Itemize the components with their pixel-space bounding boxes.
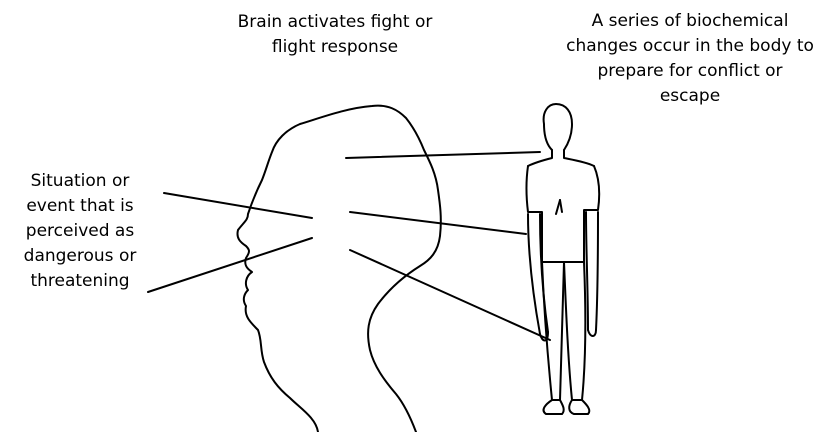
figure-right-arm — [596, 212, 598, 330]
figure-torso — [527, 166, 600, 262]
head-outline — [237, 106, 440, 432]
situation-label: Situation or event that is perceived as … — [0, 169, 160, 294]
figure-legs — [542, 262, 564, 400]
connector-situation-lower — [148, 238, 312, 292]
human-figure — [527, 104, 600, 414]
brain-response-label: Brain activates fight or flight response — [200, 10, 470, 60]
connector-brain-to-leg — [350, 250, 550, 340]
connector-brain-to-arm — [350, 212, 526, 234]
connector-situation-upper — [164, 193, 312, 218]
figure-left-foot — [544, 400, 564, 414]
figure-left-arm — [528, 214, 540, 334]
connector-brain-to-figure — [346, 152, 540, 158]
figure-right-foot — [569, 400, 589, 414]
figure-head — [544, 104, 572, 150]
body-changes-label: A series of biochemical changes occur in… — [540, 9, 835, 109]
